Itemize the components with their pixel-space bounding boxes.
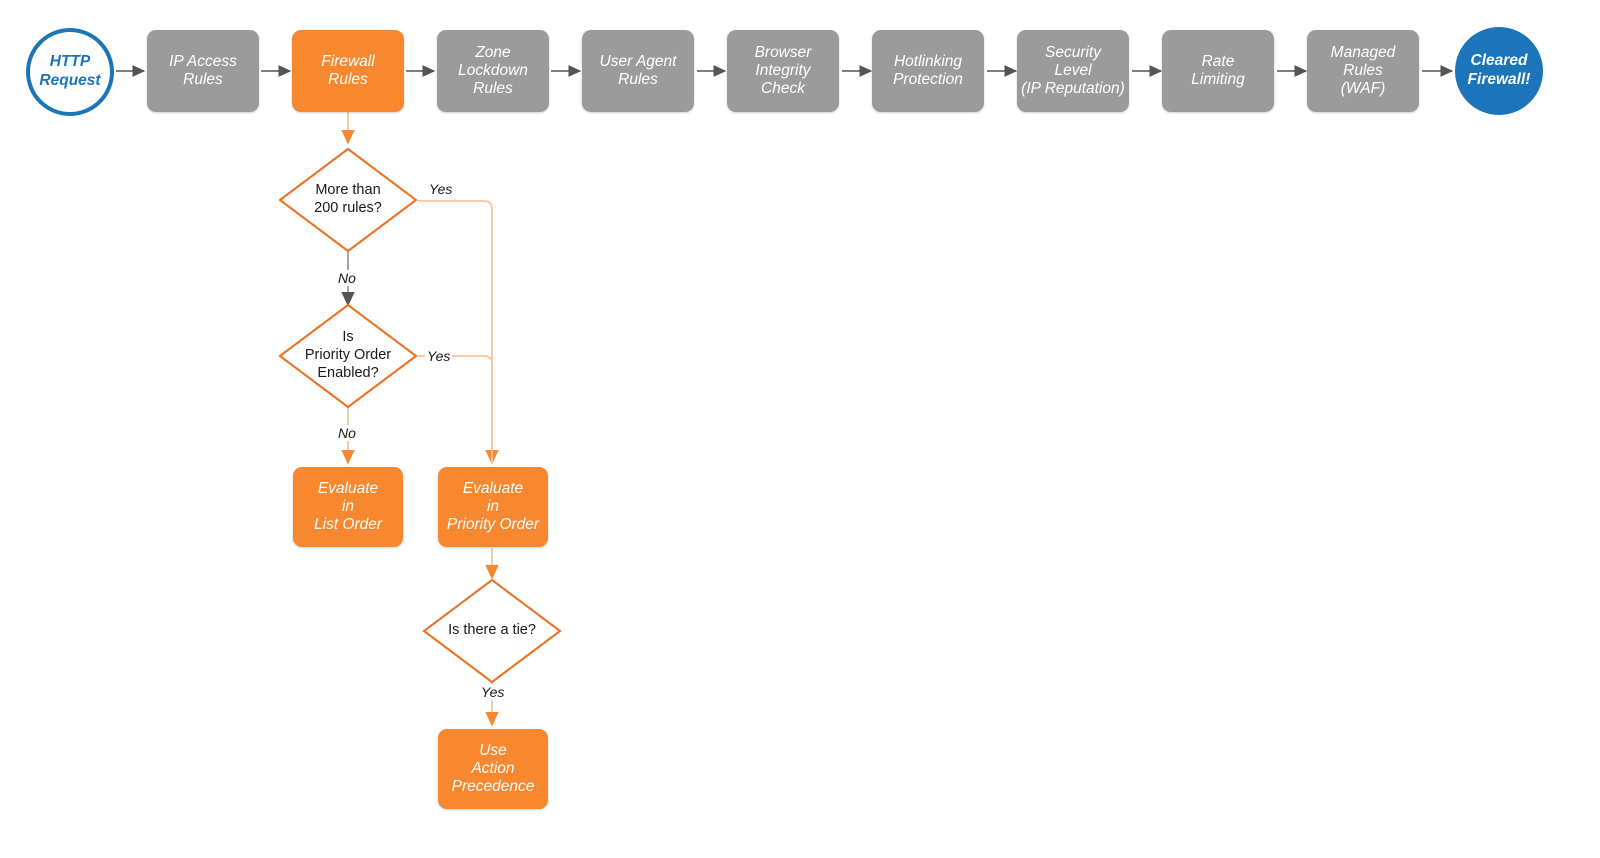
node-label: Zone Lockdown Rules xyxy=(458,43,528,98)
diamond-shape-icon xyxy=(278,303,418,409)
node-label: Browser Integrity Check xyxy=(754,43,812,98)
diamond-shape-icon xyxy=(278,147,418,253)
node-firewall-rules[interactable]: Firewall Rules xyxy=(292,30,404,112)
node-label: Evaluate in Priority Order xyxy=(446,479,540,534)
node-ip-access-rules[interactable]: IP Access Rules xyxy=(147,30,259,112)
node-http-request[interactable]: HTTP Request xyxy=(26,28,114,116)
node-hotlinking-protection[interactable]: Hotlinking Protection xyxy=(872,30,984,112)
node-zone-lockdown-rules[interactable]: Zone Lockdown Rules xyxy=(437,30,549,112)
node-evaluate-in-priority-order[interactable]: Evaluate in Priority Order xyxy=(438,467,548,547)
decision-is-priority-order-enabled[interactable]: Is Priority Order Enabled? xyxy=(278,303,418,409)
node-label: Security Level (IP Reputation) xyxy=(1021,43,1125,98)
node-managed-rules-waf[interactable]: Managed Rules (WAF) xyxy=(1307,30,1419,112)
node-label: IP Access Rules xyxy=(169,52,237,88)
node-label: HTTP Request xyxy=(39,53,101,89)
node-label: Rate Limiting xyxy=(1191,52,1245,88)
edge-more200-yes-to-priorityorder xyxy=(418,200,499,465)
node-label: Managed Rules (WAF) xyxy=(1330,43,1396,98)
node-browser-integrity-check[interactable]: Browser Integrity Check xyxy=(727,30,839,112)
node-label: Cleared Firewall! xyxy=(1467,52,1531,88)
node-cleared-firewall[interactable]: Cleared Firewall! xyxy=(1455,27,1543,115)
edge-label-yes-more200: Yes xyxy=(427,181,455,197)
node-evaluate-in-list-order[interactable]: Evaluate in List Order xyxy=(293,467,403,547)
node-use-action-precedence[interactable]: Use Action Precedence xyxy=(438,729,548,809)
diamond-shape-icon xyxy=(422,578,562,684)
edge-label-no-priority: No xyxy=(336,425,358,441)
node-label: Hotlinking Protection xyxy=(893,52,963,88)
decision-more-than-200-rules[interactable]: More than 200 rules? xyxy=(278,147,418,253)
node-label: Evaluate in List Order xyxy=(313,479,383,534)
edge-label-no-more200: No xyxy=(336,270,358,286)
node-label: Use Action Precedence xyxy=(451,741,535,796)
decision-label: Is there a tie? xyxy=(448,622,536,639)
edge-label-yes-tie: Yes xyxy=(479,684,507,700)
edge-priority-yes-to-priorityorder xyxy=(418,355,493,463)
edge-label-yes-priority: Yes xyxy=(425,348,453,364)
decision-is-there-a-tie[interactable]: Is there a tie? xyxy=(422,578,562,684)
decision-label: Is Priority Order Enabled? xyxy=(304,329,392,381)
node-user-agent-rules[interactable]: User Agent Rules xyxy=(582,30,694,112)
node-label: User Agent Rules xyxy=(599,52,677,88)
node-security-level[interactable]: Security Level (IP Reputation) xyxy=(1017,30,1129,112)
decision-label: More than 200 rules? xyxy=(314,182,382,216)
node-rate-limiting[interactable]: Rate Limiting xyxy=(1162,30,1274,112)
node-label: Firewall Rules xyxy=(321,52,375,88)
